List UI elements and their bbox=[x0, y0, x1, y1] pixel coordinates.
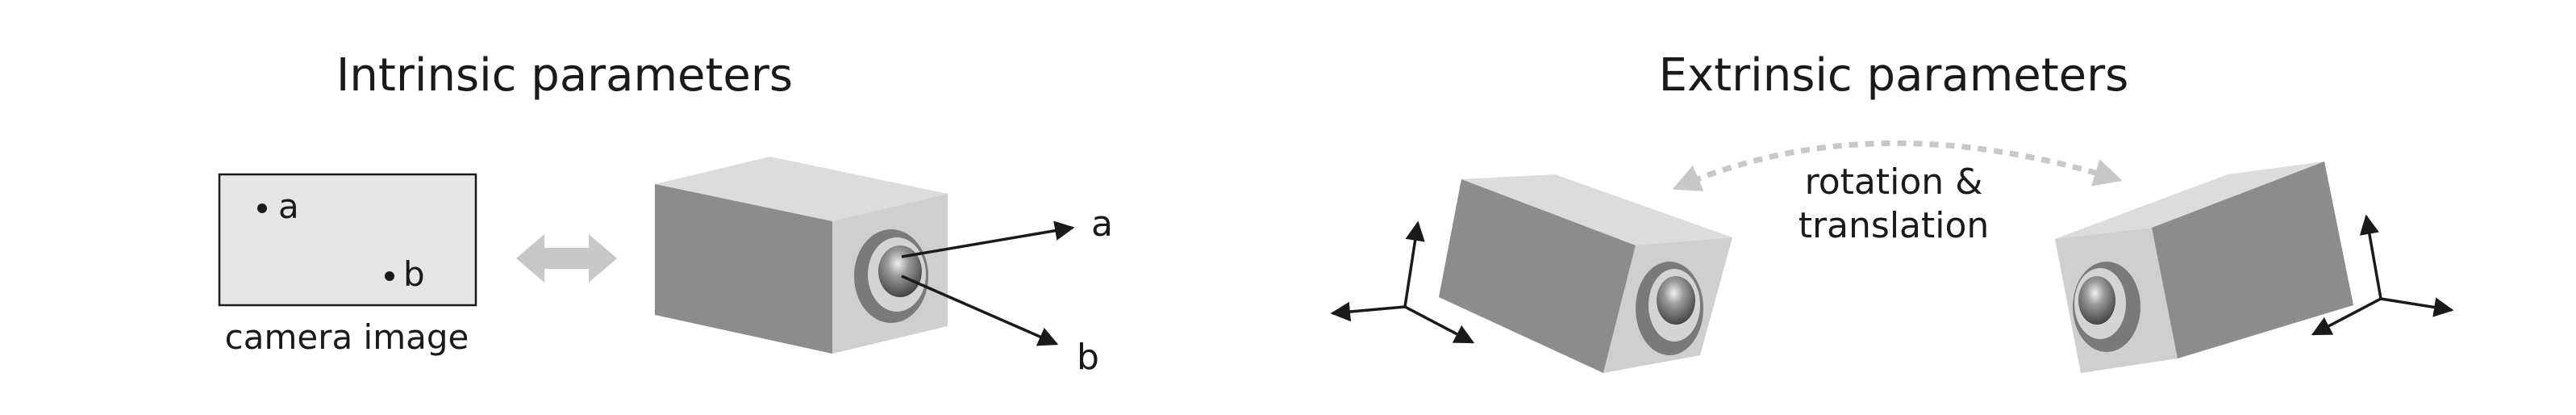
lens-icon bbox=[2078, 276, 2115, 325]
axis-up bbox=[1403, 220, 1425, 308]
camera-top-face bbox=[655, 157, 948, 221]
image-point-b-label: b bbox=[403, 254, 425, 294]
equivalence-double-arrow bbox=[516, 234, 617, 283]
world-axes-left bbox=[1330, 220, 1475, 344]
camera-side-face bbox=[1439, 179, 1636, 373]
extrinsic-camera-right bbox=[2055, 161, 2353, 373]
lens-icon bbox=[1657, 276, 1695, 325]
camera-side-face bbox=[2152, 161, 2353, 358]
transform-label-line1: rotation & bbox=[1805, 161, 1983, 203]
camera-image-frame bbox=[218, 173, 477, 307]
axis-down bbox=[2311, 297, 2382, 336]
camera-top-face bbox=[2055, 161, 2324, 239]
transform-label-line2: translation bbox=[1799, 205, 1990, 246]
axis-up bbox=[2359, 214, 2382, 300]
extrinsic-camera-left bbox=[1439, 174, 1732, 373]
camera-side-face bbox=[655, 184, 832, 354]
axis-right bbox=[2380, 297, 2454, 317]
rotation-translation-arrow bbox=[1672, 140, 2123, 191]
image-point-a-dot bbox=[257, 203, 267, 213]
intrinsic-title: Intrinsic parameters bbox=[336, 49, 793, 102]
lens-icon bbox=[878, 245, 922, 297]
camera-image-caption: camera image bbox=[225, 317, 469, 357]
axis-left bbox=[1330, 301, 1406, 322]
world-axes-right bbox=[2311, 214, 2454, 336]
intrinsic-camera bbox=[655, 157, 948, 354]
image-point-a-label: a bbox=[278, 187, 299, 226]
image-point-b-dot bbox=[385, 271, 394, 281]
ray-a-arrow bbox=[901, 220, 1075, 258]
extrinsic-title: Extrinsic parameters bbox=[1659, 49, 2129, 102]
ray-a-label: a bbox=[1091, 203, 1113, 245]
ray-b-label: b bbox=[1077, 337, 1099, 378]
axis-down bbox=[1404, 305, 1475, 344]
ray-b-arrow bbox=[901, 275, 1059, 346]
camera-top-face bbox=[1461, 174, 1732, 245]
